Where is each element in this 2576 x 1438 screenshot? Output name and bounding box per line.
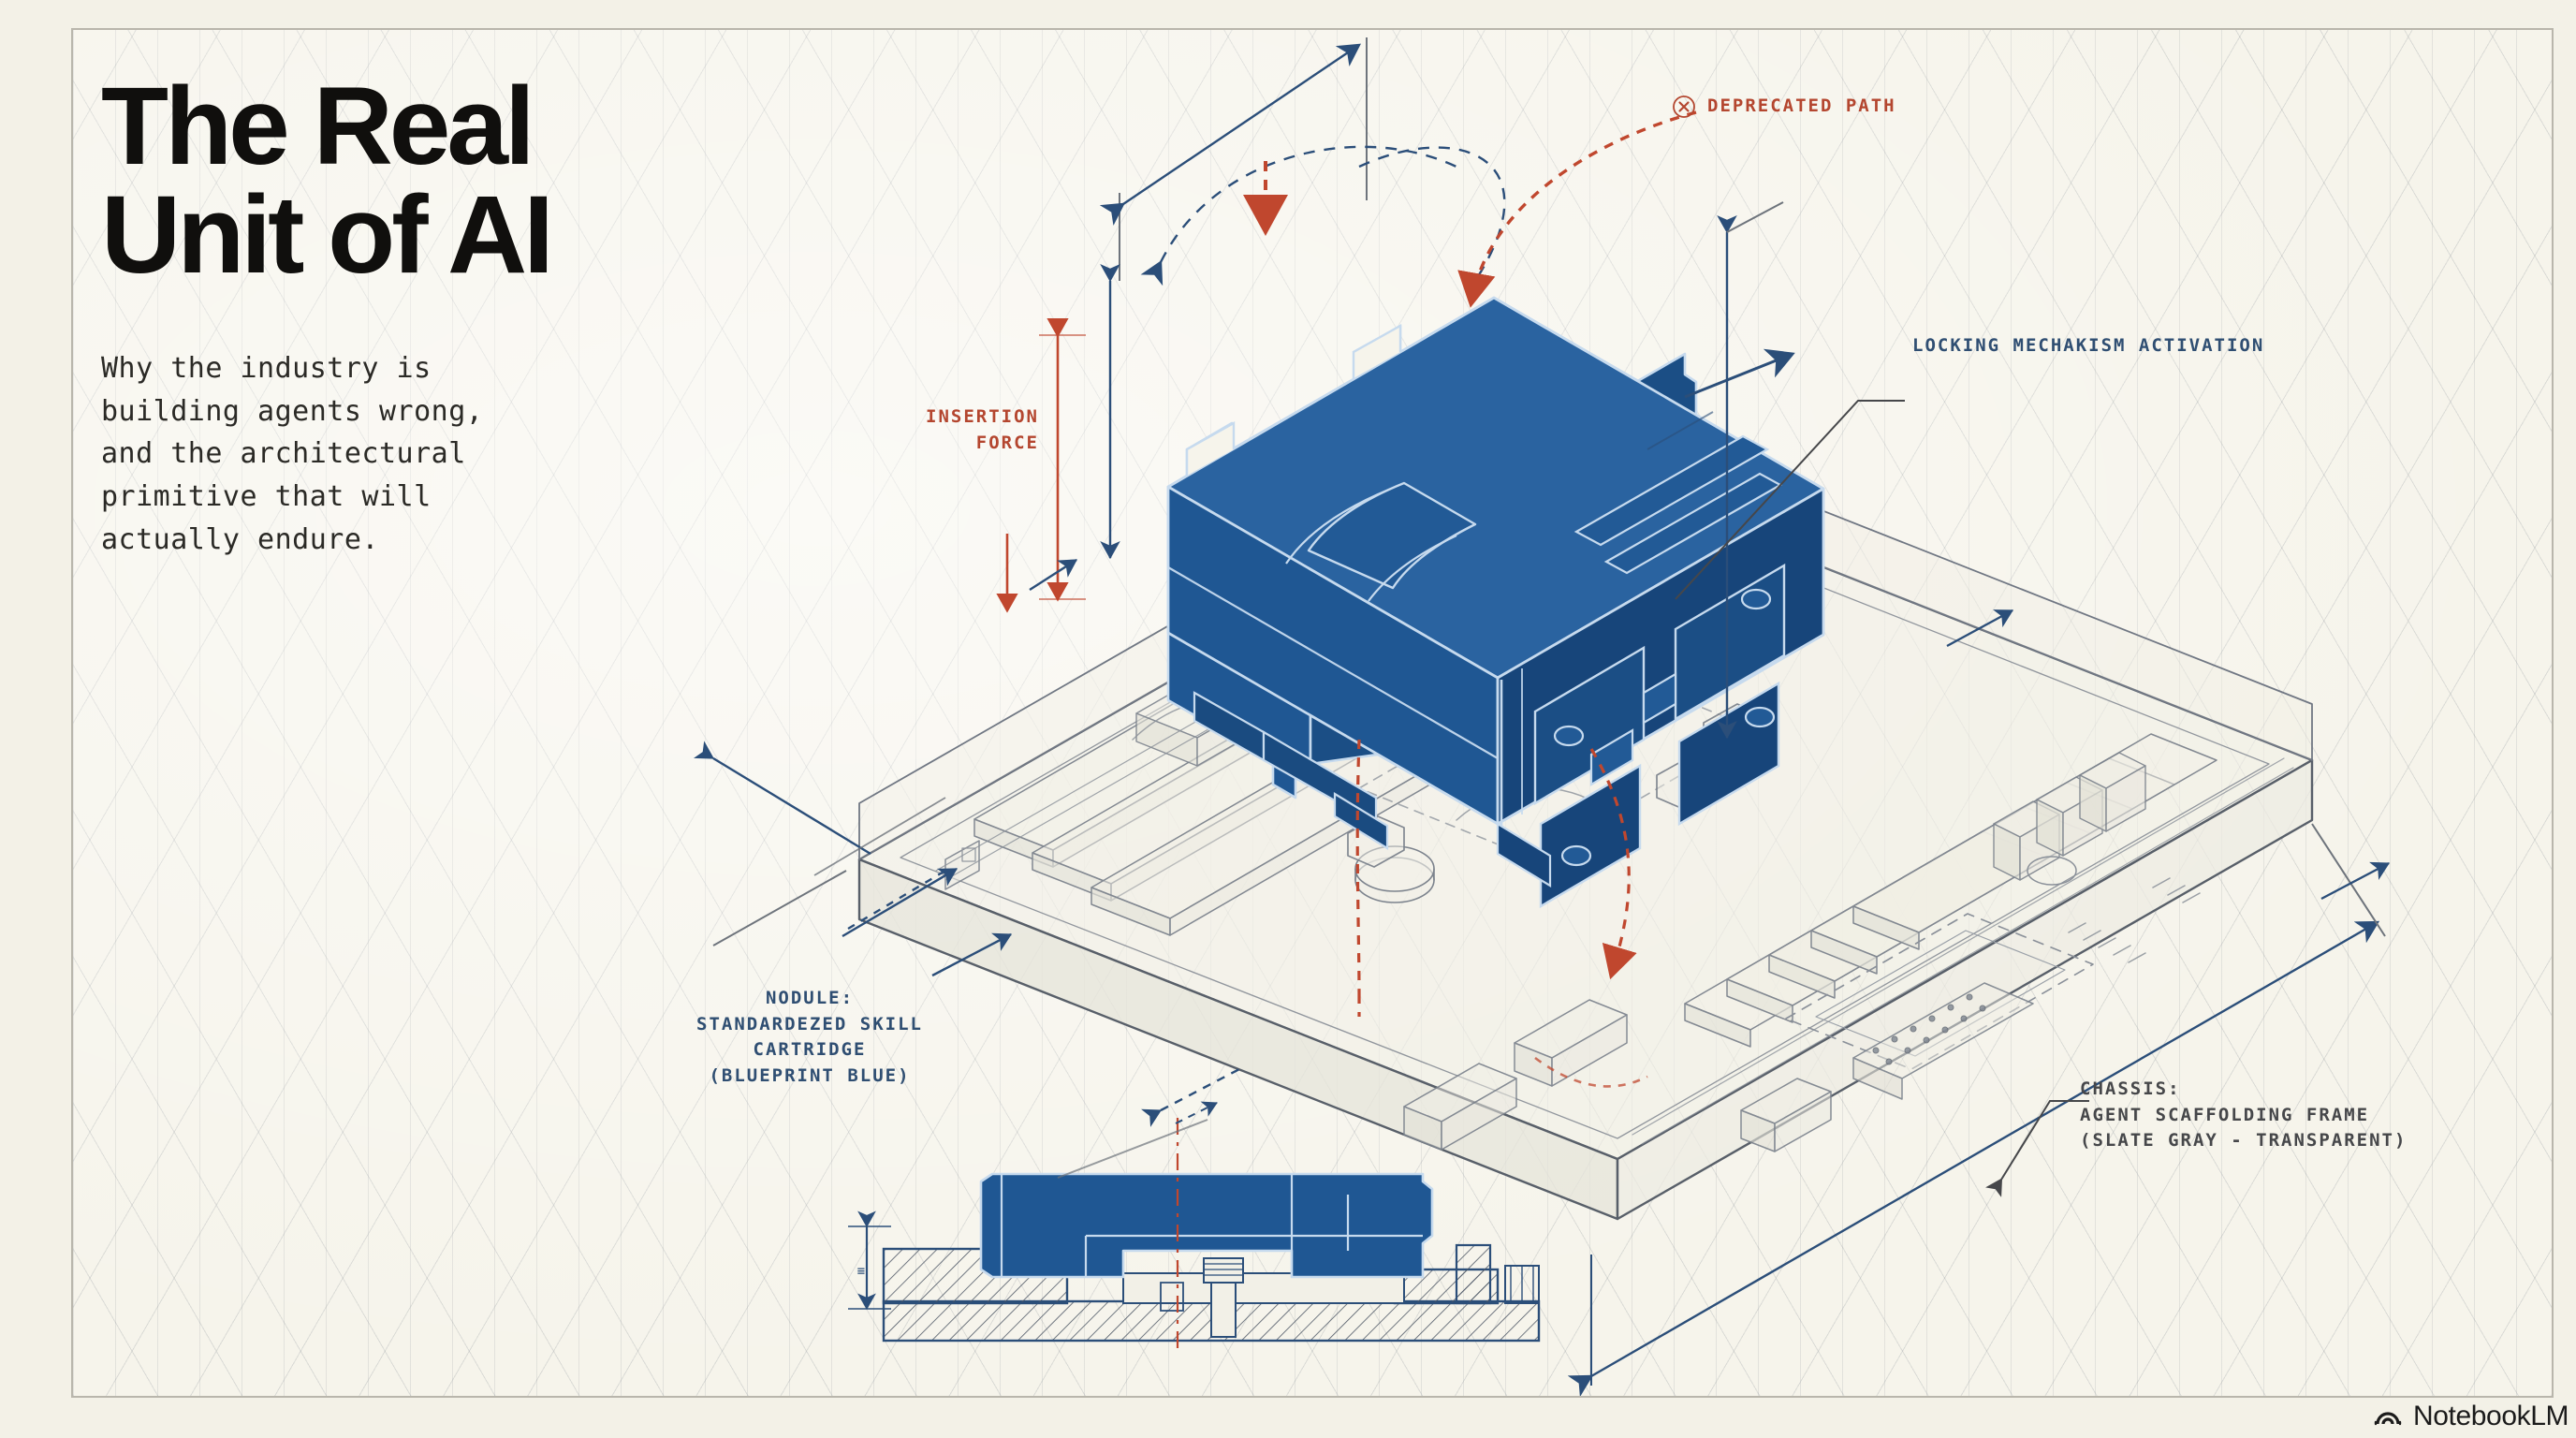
footer-brand: NotebookLM <box>2374 1401 2569 1432</box>
notebooklm-spiral-icon <box>2374 1401 2402 1432</box>
chassis-label: CHASSIS: AGENT SCAFFOLDING FRAME (SLATE … <box>2080 1078 2408 1152</box>
deprecated-path-curve <box>1457 110 1697 308</box>
deprecated-path-label: DEPRECATED PATH <box>1707 95 1896 116</box>
nodule-cartridge <box>1166 296 1825 909</box>
brand-name: NotebookLM <box>2413 1401 2569 1431</box>
nodule-label: NODULE: STANDARDEZED SKILL CARTRIDGE (BL… <box>696 988 923 1086</box>
locking-leader-line <box>1675 400 1905 600</box>
cross-section-view: ≡ <box>848 1101 1541 1348</box>
deprecated-drop-arrow <box>1589 748 1637 980</box>
top-dimension-line <box>1099 43 1361 227</box>
rotation-arc-left <box>1140 145 1461 286</box>
headline-block: The Real Unit of AI Why the industry is … <box>101 65 850 561</box>
page-title: The Real Unit of AI <box>101 65 554 297</box>
page-subtitle: Why the industry is building agents wron… <box>101 352 484 556</box>
locking-mechanism-label: LOCKING MECHAKISM ACTIVATION <box>1912 335 2265 356</box>
chassis-width-dimension <box>1567 920 2380 1396</box>
circle-x-icon <box>1672 95 1696 119</box>
deprecated-path-callout: DEPRECATED PATH <box>1672 94 1896 120</box>
dimension-annotations <box>694 37 2391 1396</box>
svg-text:≡: ≡ <box>857 1264 865 1279</box>
insertion-force-label: INSERTION FORCE <box>926 406 1039 453</box>
locking-pointer-arrow <box>1684 348 1795 399</box>
chassis-leader-line <box>1985 1100 2089 1197</box>
